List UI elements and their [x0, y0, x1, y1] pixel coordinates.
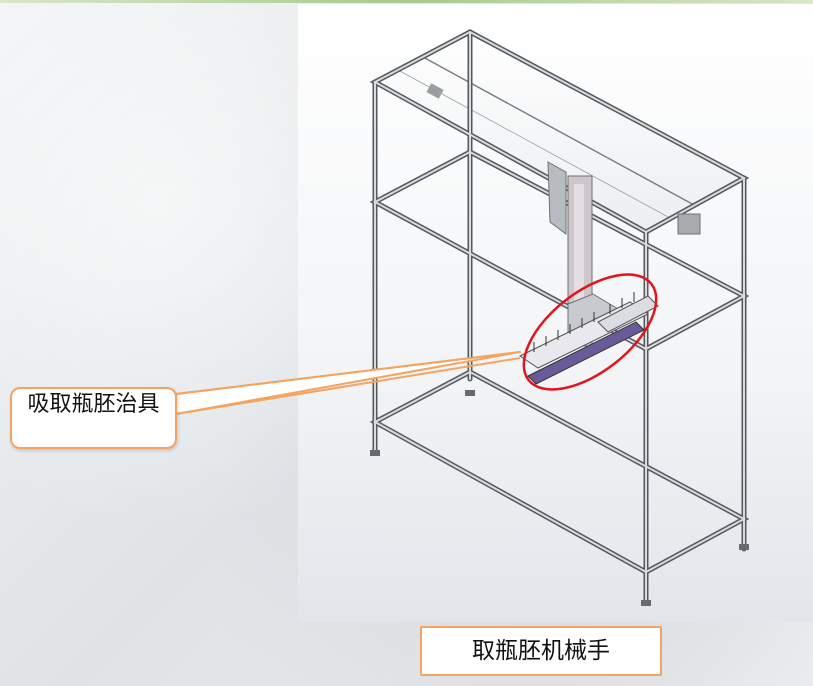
fixture-callout-label: 吸取瓶胚治具 — [10, 387, 177, 449]
figure-caption: 取瓶胚机械手 — [420, 626, 662, 676]
fixture-highlight-ellipse — [522, 273, 658, 391]
top-accent-bar — [0, 0, 813, 3]
vertical-actuator — [547, 161, 619, 347]
robot-frame-drawing — [369, 29, 750, 606]
cad-figure-panel — [298, 4, 813, 622]
suction-fixture — [518, 292, 659, 385]
